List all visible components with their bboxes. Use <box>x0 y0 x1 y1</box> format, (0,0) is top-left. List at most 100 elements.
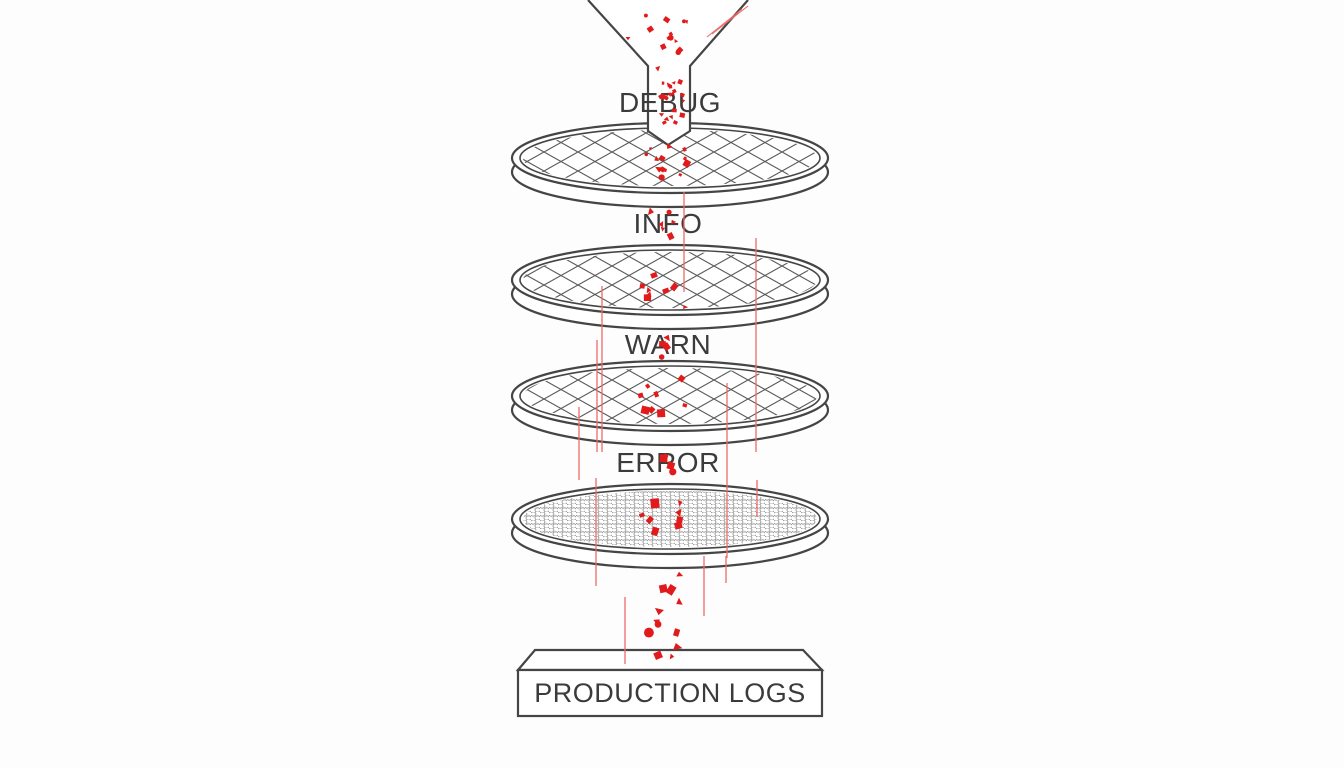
log-particle <box>658 220 664 228</box>
label-error: ERROR <box>616 447 720 478</box>
log-particle <box>638 512 645 518</box>
log-particle <box>661 287 670 295</box>
log-particle <box>672 642 683 651</box>
log-particle <box>658 354 665 360</box>
log-particle <box>650 271 658 279</box>
log-particle <box>669 653 675 660</box>
log-particle <box>640 405 651 415</box>
log-particle <box>661 342 671 352</box>
log-particle <box>682 402 688 408</box>
log-particle <box>676 46 684 54</box>
log-particle <box>654 155 659 162</box>
sieve-error <box>510 482 830 570</box>
log-particle <box>659 43 667 51</box>
log-particle <box>647 207 655 216</box>
log-particle <box>647 405 656 414</box>
log-particle <box>662 16 671 24</box>
log-particle <box>671 219 677 225</box>
box-opening <box>515 648 825 672</box>
log-particle <box>679 92 685 98</box>
log-particle <box>645 383 651 389</box>
log-particle <box>650 526 660 537</box>
labels: DEBUG INFO WARN ERROR PRODUCTION LOGS <box>534 87 806 708</box>
log-particle <box>682 19 686 24</box>
log-particle <box>658 583 668 594</box>
log-particle <box>667 92 672 97</box>
log-particle <box>645 515 654 525</box>
log-particle <box>672 628 681 637</box>
production-logs-box <box>515 648 825 718</box>
log-particle <box>658 113 665 117</box>
log-particle <box>650 498 660 509</box>
log-particle <box>654 607 664 616</box>
log-particle <box>653 650 663 661</box>
log-particle <box>682 158 692 169</box>
log-particle <box>661 120 667 125</box>
label-production-logs: PRODUCTION LOGS <box>534 678 806 708</box>
log-particle <box>682 156 688 161</box>
sieve-warn <box>510 359 830 447</box>
log-particle <box>668 31 674 37</box>
log-particle <box>656 409 666 418</box>
fine-mesh <box>523 491 817 547</box>
log-particle <box>645 291 652 298</box>
log-particle <box>666 232 675 241</box>
log-particle <box>674 38 679 43</box>
log-particle <box>661 81 665 85</box>
log-particle <box>663 95 669 101</box>
log-particle <box>679 112 686 119</box>
label-debug: DEBUG <box>619 87 721 118</box>
log-particle <box>643 13 648 18</box>
log-particle <box>672 120 679 125</box>
log-particle <box>666 36 671 41</box>
log-particle <box>677 500 683 507</box>
log-particle <box>653 390 660 398</box>
log-particle <box>671 81 676 85</box>
log-particle <box>663 334 670 342</box>
log-particle <box>666 461 676 471</box>
log-particle <box>658 174 665 181</box>
fall-streaks <box>578 5 758 664</box>
log-particle <box>644 152 649 157</box>
log-particle <box>682 98 686 104</box>
log-particle <box>670 91 675 96</box>
box-front-face <box>516 668 824 718</box>
log-particle <box>677 78 684 85</box>
log-particle <box>663 168 667 173</box>
sieve-stack <box>510 121 830 570</box>
log-particle <box>666 209 672 215</box>
log-particle <box>676 597 683 605</box>
log-particle <box>625 36 631 41</box>
log-particle <box>660 226 665 232</box>
log-particle <box>666 82 672 88</box>
log-particle <box>655 65 661 72</box>
log-particle <box>663 116 670 122</box>
mesh <box>523 252 817 308</box>
funnel-streak <box>706 8 743 38</box>
log-particle <box>683 305 688 310</box>
log-particle <box>682 146 687 152</box>
log-particle <box>678 172 683 177</box>
sieve-info <box>510 243 830 331</box>
log-particle <box>665 584 677 596</box>
log-particle <box>648 147 653 151</box>
sieve-debug <box>510 121 830 209</box>
mesh <box>523 368 817 424</box>
log-particle <box>673 521 683 530</box>
log-particle <box>676 571 684 577</box>
log-particle <box>666 142 673 150</box>
log-particle <box>639 283 646 289</box>
log-particle <box>675 508 682 517</box>
log-particle <box>669 468 677 476</box>
funnel-streak <box>711 5 749 35</box>
log-particle <box>684 19 689 25</box>
log-particle <box>646 287 652 294</box>
log-particle <box>676 516 684 524</box>
log-particle <box>668 114 673 120</box>
log-particle <box>671 108 677 113</box>
log-particle <box>662 453 669 459</box>
log-particle <box>658 154 666 162</box>
log-particles <box>625 13 692 661</box>
